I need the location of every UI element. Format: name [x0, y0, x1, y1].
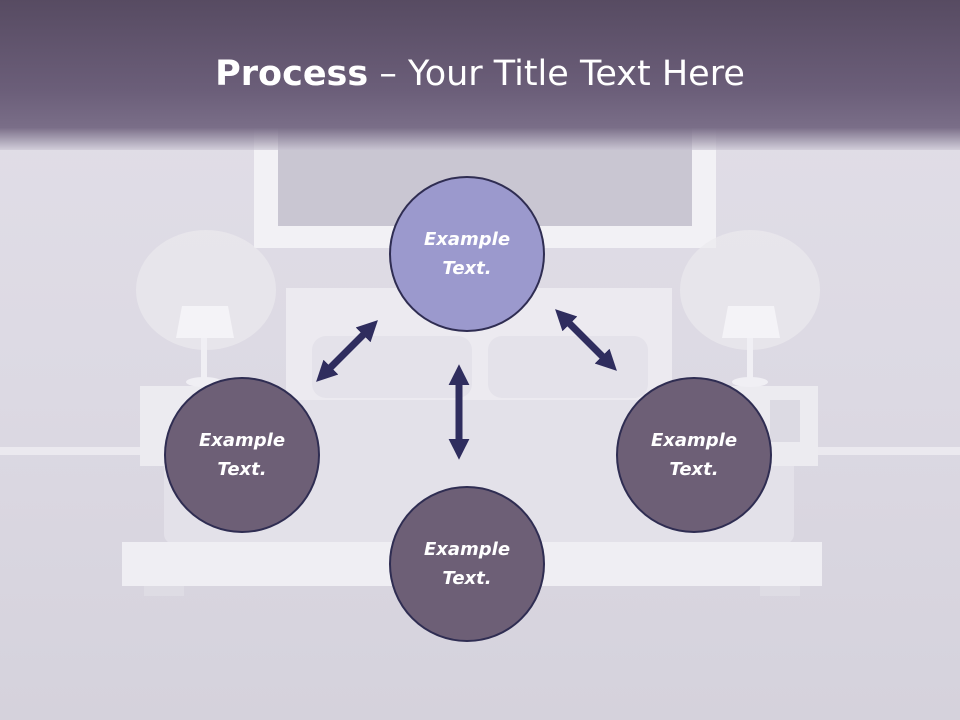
title-bold: Process	[215, 54, 369, 94]
slide-title: Process – Your Title Text Here	[0, 52, 960, 96]
node-top-label: Example Text.	[423, 229, 511, 279]
node-right-label: Example Text.	[650, 430, 738, 480]
node-bottom-label: Example Text.	[423, 539, 511, 589]
node-right: Example Text.	[616, 377, 772, 533]
arrow-top-right	[555, 309, 617, 371]
node-left: Example Text.	[164, 377, 320, 533]
arrow-top-left	[316, 320, 378, 382]
title-rest: – Your Title Text Here	[368, 54, 745, 94]
node-top: Example Text.	[389, 176, 545, 332]
node-left-label: Example Text.	[198, 430, 286, 480]
node-bottom: Example Text.	[389, 486, 545, 642]
slide-header	[0, 0, 960, 150]
